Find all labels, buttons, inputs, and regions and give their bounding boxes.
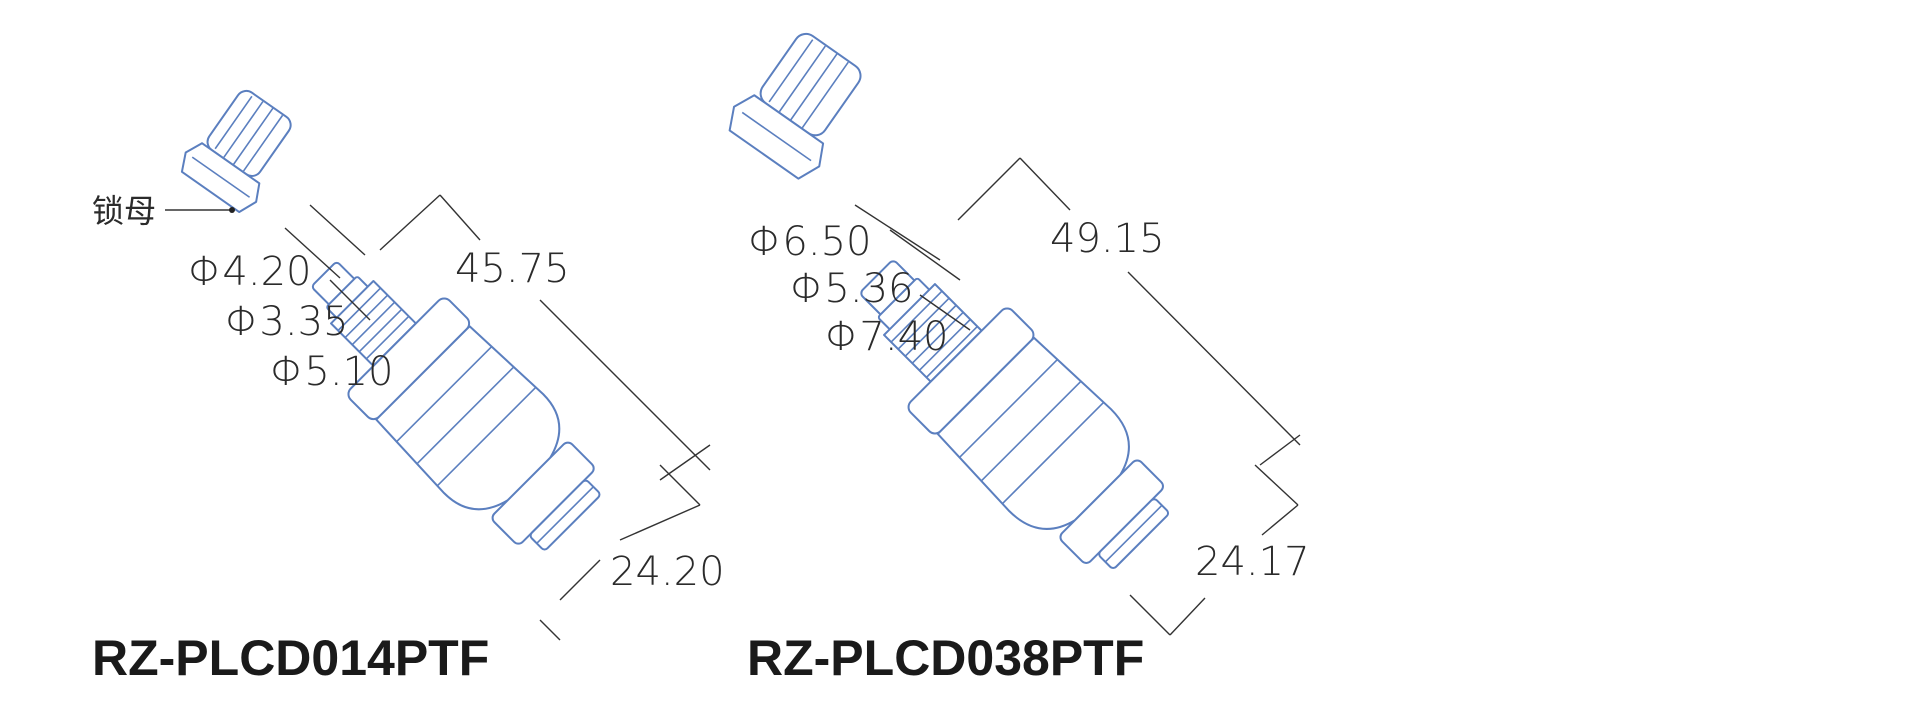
right-lock-nut [728, 32, 862, 180]
left-diameter-1: Φ4.20 [188, 249, 311, 295]
left-lock-nut [180, 89, 292, 214]
left-diameter-2: Φ3.35 [225, 299, 348, 345]
right-body [860, 260, 1170, 570]
left-model-name: RZ-PLCD014PTF [92, 630, 489, 686]
right-diameter-1: Φ6.50 [748, 219, 871, 265]
left-lock-nut-label: 锁母 [92, 192, 156, 230]
left-width-label: 24.20 [610, 549, 725, 595]
right-fitting: Φ6.50 Φ5.36 Φ7.40 49.15 24.17 RZ-PLCD038… [728, 32, 1310, 686]
right-diameter-2: Φ5.36 [790, 266, 913, 312]
right-diameter-3: Φ7.40 [825, 314, 948, 360]
left-fitting: 锁母 Φ4.20 Φ3.35 Φ5.10 45.75 24.20 RZ-PLCD… [92, 89, 725, 686]
left-diameter-3: Φ5.10 [270, 349, 393, 395]
left-body [311, 261, 601, 551]
right-width-label: 24.17 [1195, 539, 1310, 585]
right-length-label: 49.15 [1050, 216, 1165, 262]
left-length-label: 45.75 [455, 246, 570, 292]
right-model-name: RZ-PLCD038PTF [747, 630, 1144, 686]
